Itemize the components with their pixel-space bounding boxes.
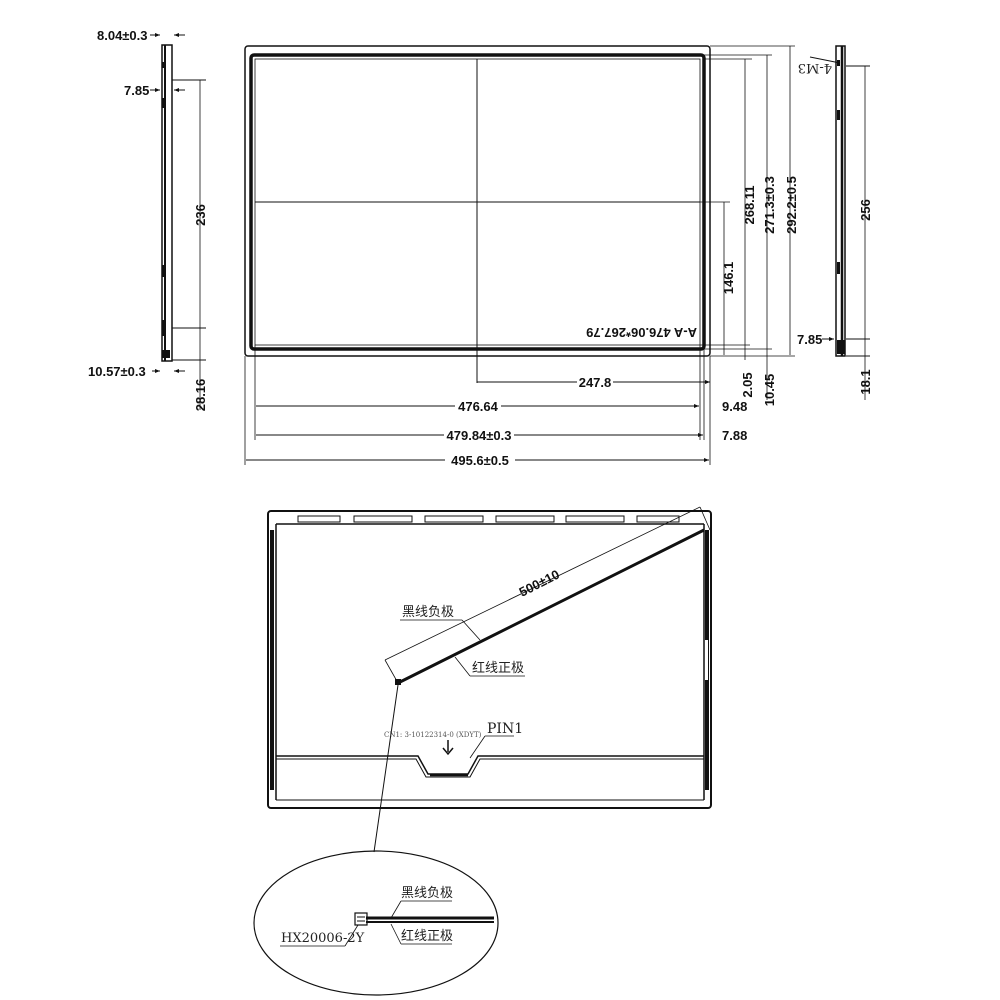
screw-label: 4-M3	[798, 60, 832, 75]
cable-length: 500±10	[517, 567, 562, 600]
dim-479-84: 479.84±0.3	[447, 428, 512, 443]
connector-detail: 黑线负极 红线正极 HX20006-2Y	[253, 850, 499, 996]
dim-2-05: 2.05	[740, 372, 755, 397]
dim-9-48: 9.48	[722, 399, 747, 414]
dim-256: 256	[858, 199, 873, 221]
dim-7-88: 7.88	[722, 428, 747, 443]
red-wire-label: 红线正极	[472, 660, 524, 676]
dim-10-45: 10.45	[762, 374, 777, 407]
right-side-view: 4-M3 256 7.85 18.1	[797, 45, 873, 400]
dim-146-1: 146.1	[721, 262, 736, 295]
connector-part-note: CN1: 3-10122314-0 (XDYT)	[384, 731, 482, 739]
dim-thickness-top: 8.04±0.3	[97, 28, 148, 43]
dim-271-3: 271.3±0.3	[762, 176, 777, 234]
dim-7-85-right: 7.85	[797, 332, 822, 347]
dim-thickness-bottom: 10.57±0.3	[88, 364, 146, 379]
left-side-view: 8.04±0.3 7.85 236 10.57±0.3 28.16	[88, 28, 208, 411]
mirrored-area-label-text: A-A 476.06*267.79	[586, 325, 697, 340]
detail-red-wire-label: 红线正极	[401, 928, 453, 944]
dim-bracket-span: 236	[193, 204, 208, 226]
dim-247-8: 247.8	[579, 375, 612, 390]
dim-18-1: 18.1	[858, 369, 873, 394]
arrow-down-icon	[442, 740, 454, 756]
pin1-label: PIN1	[487, 721, 523, 737]
dim-476-64: 476.64	[458, 399, 499, 414]
detail-black-wire-label: 黑线负极	[401, 886, 453, 901]
dim-495-6: 495.6±0.5	[451, 453, 509, 468]
front-view: A-A 476.06*267.79 146.1 268.11 271.3±0.3…	[244, 45, 799, 468]
back-view: 500±10 黑线负极 红线正极 CN1: 3-10122314-0 (XDYT…	[267, 506, 712, 853]
connector-part-label: HX20006-2Y	[281, 931, 365, 946]
dim-bracket-offset: 7.85	[124, 83, 149, 98]
black-wire-label: 黑线负极	[402, 605, 454, 620]
dim-268-11: 268.11	[742, 185, 757, 224]
dim-bottom-offset: 28.16	[193, 379, 208, 412]
dim-292-2: 292.2±0.5	[784, 176, 799, 234]
connector-icon	[354, 912, 368, 926]
